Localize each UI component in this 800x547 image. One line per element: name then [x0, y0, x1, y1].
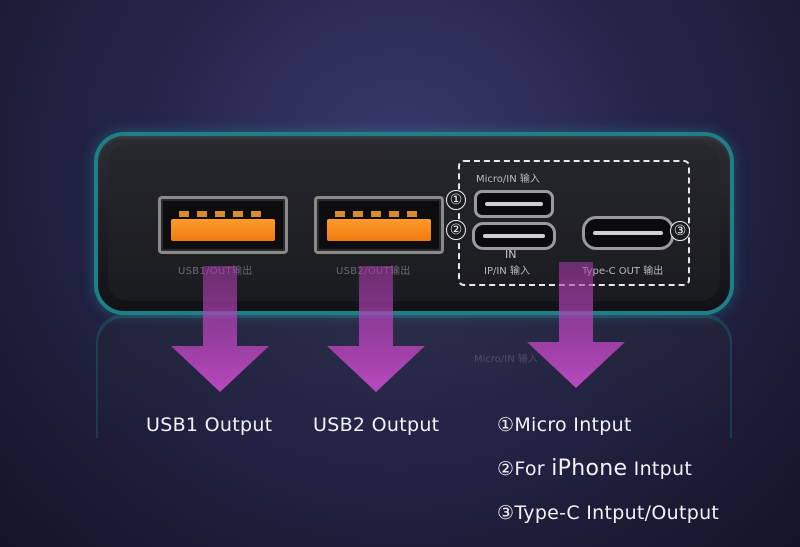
usb2-connector — [327, 211, 431, 241]
arrow-down-icon — [327, 266, 425, 392]
arrow-down-icon — [171, 266, 269, 392]
caption-iphone: ②For iPhone Intput — [497, 456, 692, 481]
lightning-port — [472, 222, 556, 250]
badge-2: ② — [446, 220, 466, 240]
caption-micro: ①Micro Intput — [497, 414, 632, 436]
ip-port-label: IP/IN 输入 — [484, 266, 530, 277]
micro-port-label: Micro/IN 输入 — [476, 174, 540, 185]
in-label: IN — [505, 248, 517, 261]
badge-3: ③ — [670, 221, 690, 241]
usb2-port — [314, 196, 444, 254]
caption-type-c: ③Type-C Intput/Output — [497, 502, 720, 524]
micro-usb-port — [474, 190, 554, 218]
caption-iphone-brand: iPhone — [551, 456, 628, 481]
usb1-connector — [171, 211, 275, 241]
caption-iphone-prefix: ②For — [497, 458, 552, 480]
type-c-port — [582, 216, 674, 250]
badge-1: ① — [446, 190, 466, 210]
caption-usb2: USB2 Output — [313, 414, 440, 436]
usb1-port — [158, 196, 288, 254]
arrow-down-icon — [527, 262, 625, 388]
reflection-micro-label: Micro/IN 输入 — [474, 354, 538, 365]
type-c-slot — [593, 231, 663, 235]
type-c-port-label: Type-C OUT 输出 — [582, 266, 664, 277]
caption-iphone-suffix: Intput — [627, 458, 693, 480]
caption-usb1: USB1 Output — [146, 414, 273, 436]
micro-usb-slot — [485, 202, 543, 206]
lightning-slot — [483, 234, 545, 238]
